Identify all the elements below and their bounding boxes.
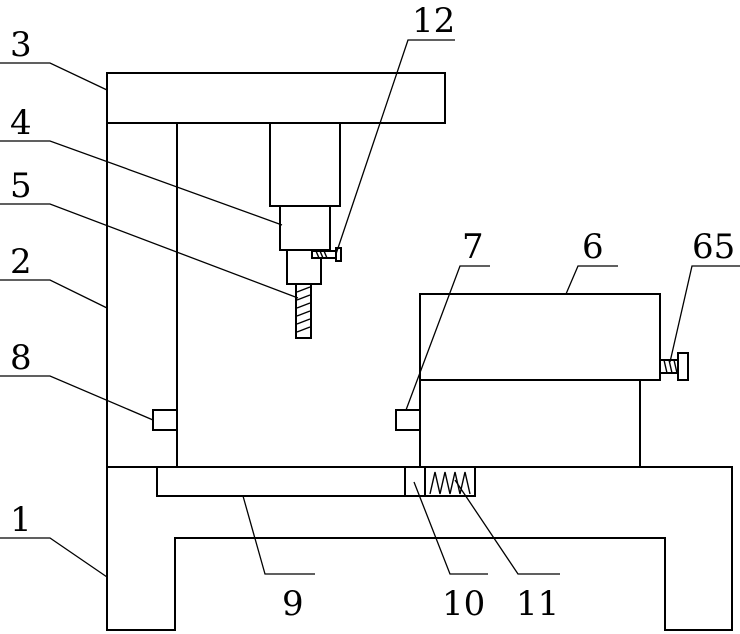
drill-bit xyxy=(295,283,312,339)
leader-4 xyxy=(0,140,283,226)
leader-2 xyxy=(0,279,108,309)
drill-flutes xyxy=(296,286,311,333)
leader-65 xyxy=(669,265,740,363)
label-2: 2 xyxy=(10,242,32,282)
side-screw-knob xyxy=(677,352,689,381)
clamp-box xyxy=(419,293,661,381)
label-10: 10 xyxy=(442,584,485,624)
spindle-housing xyxy=(269,122,341,207)
stop-left xyxy=(152,409,178,431)
label-65: 65 xyxy=(692,227,735,267)
label-6: 6 xyxy=(582,227,604,267)
leader-6 xyxy=(565,265,618,295)
base xyxy=(106,466,733,631)
workbench-lower xyxy=(419,379,641,468)
slider-block xyxy=(404,466,426,497)
leader-7 xyxy=(405,265,490,411)
leader-3 xyxy=(0,62,108,91)
label-12: 12 xyxy=(412,1,455,41)
spindle-head xyxy=(279,205,331,251)
leader-1 xyxy=(0,537,108,578)
label-8: 8 xyxy=(10,338,32,378)
leader-8 xyxy=(0,375,154,421)
label-5: 5 xyxy=(10,166,32,206)
spring xyxy=(429,471,471,495)
stop-right xyxy=(395,409,421,431)
side-screw-thread xyxy=(663,359,678,374)
label-3: 3 xyxy=(10,25,32,65)
leader-12 xyxy=(335,39,455,255)
leader-9 xyxy=(242,495,315,575)
label-4: 4 xyxy=(10,103,32,143)
label-1: 1 xyxy=(10,500,32,540)
locking-screw-thread xyxy=(315,250,328,259)
leader-10 xyxy=(413,481,488,575)
leader-5 xyxy=(0,203,299,299)
slide-rail xyxy=(156,466,406,497)
label-11: 11 xyxy=(516,584,559,624)
leader-11 xyxy=(454,479,560,575)
label-9: 9 xyxy=(282,584,304,624)
label-7: 7 xyxy=(462,227,484,267)
